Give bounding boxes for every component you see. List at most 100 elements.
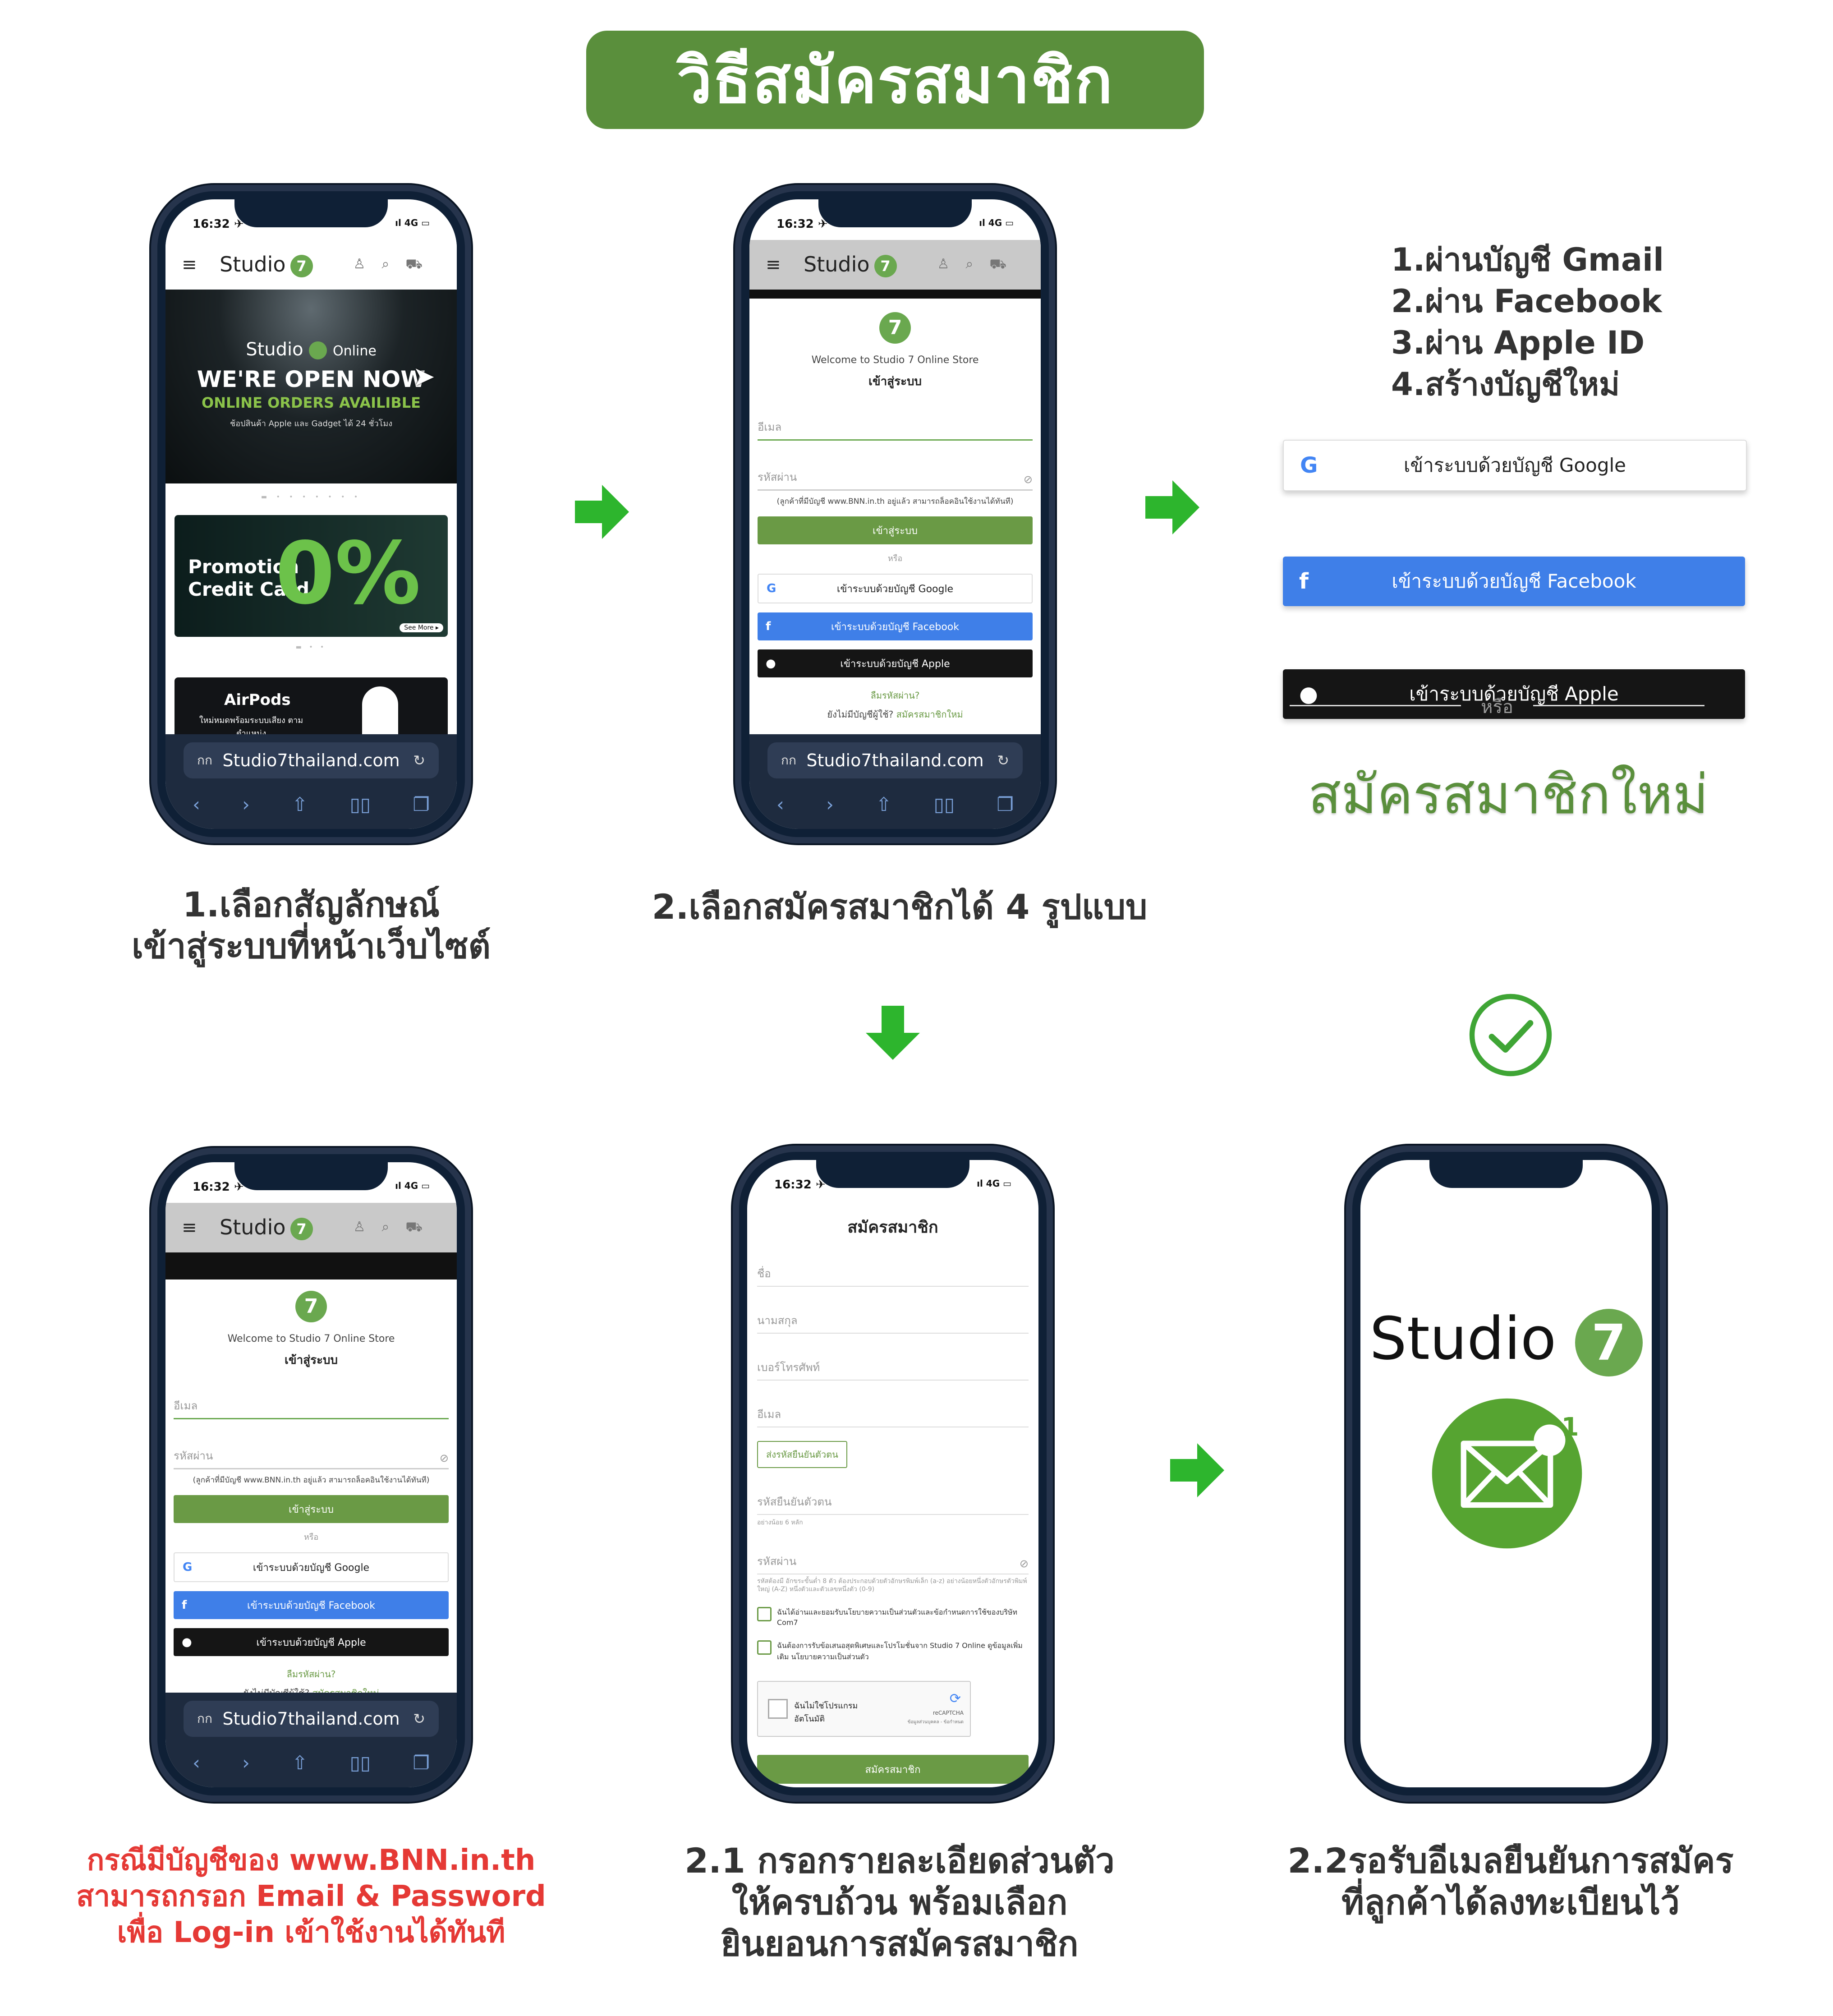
text-size-button[interactable]: กก	[781, 753, 796, 768]
page-title: วิธีสมัครสมาชิก	[676, 44, 1114, 118]
email-field[interactable]: อีเมล	[174, 1387, 449, 1419]
apple-label: เข้าระบบด้วยบัญชี Apple	[1409, 683, 1619, 705]
consent-privacy-checkbox[interactable]	[757, 1607, 772, 1621]
logo-mark: 7	[874, 254, 897, 277]
password-field[interactable]: รหัสผ่าน⊘	[757, 1538, 1029, 1574]
forward-icon[interactable]: ›	[242, 1751, 250, 1774]
recaptcha-links[interactable]: ข้อมูลส่วนบุคคล - ข้อกำหนด	[907, 1720, 964, 1725]
bnn-caption-line1: กรณีมีบัญชีของ www.BNN.in.th	[87, 1844, 536, 1877]
register-link[interactable]: สมัครสมาชิกใหม่	[896, 709, 963, 720]
cart-icon[interactable]: ⛟	[989, 256, 1023, 272]
back-icon[interactable]: ‹	[193, 793, 200, 815]
eye-off-icon[interactable]: ⊘	[439, 1452, 449, 1464]
forgot-password-link[interactable]: ลืมรหัสผ่าน?	[870, 690, 920, 701]
eye-off-icon[interactable]: ⊘	[1023, 473, 1033, 486]
bnn-note: (ลูกค้าที่มีบัญชี www.BNN.in.th อยู่แล้ว…	[776, 497, 1014, 506]
hamburger-icon[interactable]: ≡	[182, 1217, 197, 1238]
apple-login-button[interactable]: ●เข้าระบบด้วยบัญชี Apple	[174, 1628, 449, 1656]
share-icon[interactable]: ⇧	[292, 793, 308, 815]
address-bar[interactable]: กก Studio7thailand.com ↻	[184, 1701, 439, 1737]
email-field[interactable]: อีเมล	[757, 1391, 1029, 1427]
bookmarks-icon[interactable]: ▯▯	[349, 1751, 371, 1774]
hero-banner[interactable]: Studio Online WE'RE OPEN NOW ONLINE ORDE…	[165, 290, 457, 483]
password-field[interactable]: รหัสผ่าน ⊘	[174, 1437, 449, 1469]
forward-icon[interactable]: ›	[826, 793, 834, 815]
recaptcha-label: ฉันไม่ใช่โปรแกรมอัตโนมัติ	[794, 1701, 858, 1724]
lastname-field[interactable]: นามสกุล	[757, 1298, 1029, 1334]
bookmarks-icon[interactable]: ▯▯	[933, 793, 955, 815]
share-icon[interactable]: ⇧	[292, 1751, 308, 1774]
login-button[interactable]: เข้าสู่ระบบ	[758, 516, 1033, 544]
promo-dots[interactable]: ▬ • •	[295, 644, 327, 651]
password-placeholder: รหัสผ่าน	[174, 1450, 213, 1462]
user-icon[interactable]: ♙	[937, 256, 966, 272]
forward-icon[interactable]: ›	[242, 793, 250, 815]
search-icon[interactable]: ⌕	[381, 256, 406, 272]
verify-code-field[interactable]: รหัสยืนยันตัวตน	[757, 1479, 1029, 1515]
login-button[interactable]: เข้าสู่ระบบ	[174, 1495, 449, 1523]
address-bar[interactable]: กก Studio7thailand.com ↻	[767, 742, 1023, 778]
search-icon[interactable]: ⌕	[381, 1219, 406, 1235]
apple-login-button[interactable]: ●เข้าระบบด้วยบัญชี Apple	[758, 649, 1033, 677]
promo-see-more[interactable]: See More ▸	[400, 623, 443, 632]
text-size-button[interactable]: กก	[197, 753, 212, 768]
eye-off-icon[interactable]: ⊘	[1019, 1557, 1029, 1570]
reload-icon[interactable]: ↻	[413, 1710, 425, 1727]
user-icon[interactable]: ♙	[353, 1219, 382, 1235]
google-icon: G	[183, 1560, 193, 1574]
cart-icon[interactable]: ⛟	[405, 256, 439, 272]
register-submit-button[interactable]: สมัครสมาชิก	[757, 1755, 1029, 1784]
consent-marketing-checkbox[interactable]	[757, 1640, 772, 1655]
share-icon[interactable]: ⇧	[876, 793, 892, 815]
recaptcha-checkbox[interactable]	[768, 1699, 788, 1719]
facebook-icon: f	[1299, 569, 1309, 594]
user-icon[interactable]: ♙	[353, 256, 382, 272]
status-time: 16:32 ✈	[193, 217, 244, 231]
bnn-caption-line2: สามารถกรอก Email & Password	[76, 1880, 546, 1913]
arrow-right-icon	[575, 485, 629, 539]
carousel-dots[interactable]: ▬ • • • • • • •	[261, 493, 362, 501]
reload-icon[interactable]: ↻	[997, 752, 1009, 769]
apple-icon: ●	[1299, 681, 1318, 707]
password-field[interactable]: รหัสผ่าน⊘	[758, 459, 1033, 491]
address-bar[interactable]: กก Studio7thailand.com ↻	[184, 742, 439, 778]
bookmarks-icon[interactable]: ▯▯	[349, 793, 371, 815]
welcome-text: Welcome to Studio 7 Online Store	[227, 1333, 395, 1344]
tabs-icon[interactable]: ❐	[997, 793, 1014, 815]
option-apple: 3.ผ่าน Apple ID	[1391, 324, 1645, 361]
status-time: 16:32 ✈	[776, 217, 828, 231]
email-field[interactable]: อีเมล	[758, 409, 1033, 441]
phone-field[interactable]: เบอร์โทรศัพท์	[757, 1344, 1029, 1381]
browser-toolbar: ‹ › ⇧ ▯▯ ❐	[763, 784, 1027, 824]
search-icon[interactable]: ⌕	[965, 256, 990, 272]
cart-icon[interactable]: ⛟	[405, 1219, 439, 1235]
tabs-icon[interactable]: ❐	[413, 793, 430, 815]
promo-card[interactable]: Promotion Credit Card 0% See More ▸	[175, 515, 448, 637]
register-new-link[interactable]: สมัครสมาชิกใหม่	[1308, 764, 1709, 826]
arrow-right-icon	[1145, 480, 1199, 534]
back-icon[interactable]: ‹	[193, 1751, 200, 1774]
text-size-button[interactable]: กก	[197, 1711, 212, 1726]
tabs-icon[interactable]: ❐	[413, 1751, 430, 1774]
status-signal: ıl 4G ▭	[979, 217, 1014, 228]
firstname-field[interactable]: ชื่อ	[757, 1251, 1029, 1287]
forgot-password-link[interactable]: ลืมรหัสผ่าน?	[286, 1669, 336, 1680]
reload-icon[interactable]: ↻	[413, 752, 425, 769]
hamburger-icon[interactable]: ≡	[182, 254, 197, 275]
send-code-button[interactable]: ส่งรหัสยืนยันตัวตน	[757, 1441, 847, 1468]
apple-login-button[interactable]: ● เข้าระบบด้วยบัญชี Apple	[1283, 669, 1745, 719]
hamburger-icon[interactable]: ≡	[766, 254, 781, 275]
back-icon[interactable]: ‹	[776, 793, 784, 815]
